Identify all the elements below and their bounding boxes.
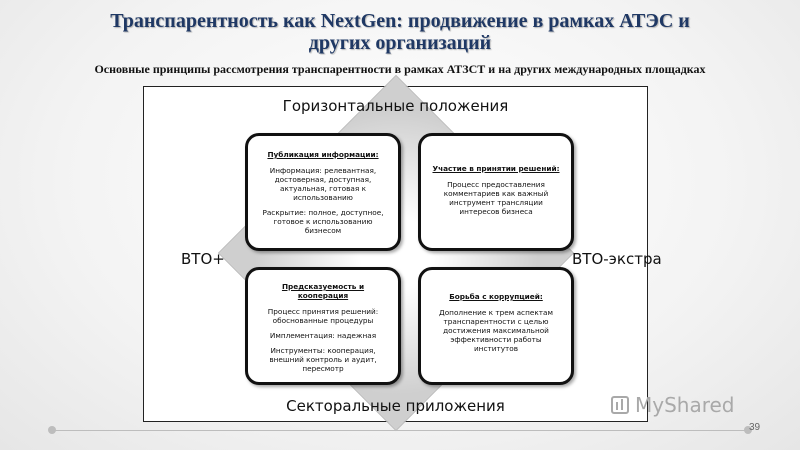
slide-progress-end-dot xyxy=(744,426,752,434)
box-heading: Борьба с коррупцией: xyxy=(449,292,543,301)
box-predictability-cooperation: Предсказуемость и кооперация Процесс при… xyxy=(245,267,401,385)
page-number: 39 xyxy=(749,422,761,433)
box-paragraph: Информация: релевантная, достоверная, до… xyxy=(269,166,377,202)
watermark-text: MyShared xyxy=(635,393,735,417)
box-anti-corruption: Борьба с коррупцией: Дополнение к трем а… xyxy=(418,267,574,385)
slide-progress-line xyxy=(52,430,748,431)
diagram-frame: Горизонтальные положения Секторальные пр… xyxy=(143,74,662,432)
axis-label-top: Горизонтальные положения xyxy=(282,97,509,115)
slide-progress-start-dot xyxy=(48,426,56,434)
box-heading: Предсказуемость и кооперация xyxy=(281,282,365,300)
box-paragraph: Процесс принятия решений: обоснованные п… xyxy=(267,307,379,325)
box-paragraph: Дополнение к трем аспектам транспарентно… xyxy=(439,308,553,353)
box-decision-participation: Участие в принятии решений: Процесс пред… xyxy=(418,133,574,251)
slide-subtitle: Основные принципы рассмотрения транспаре… xyxy=(94,62,706,76)
axis-label-bottom: Секторальные приложения xyxy=(286,397,505,415)
axis-label-left: ВТО+ xyxy=(181,250,225,268)
axis-label-right: ВТО-экстра xyxy=(572,250,662,268)
slide-title: Транспарентность как NextGen: продвижени… xyxy=(110,10,690,54)
box-paragraph: Имплементация: надежная xyxy=(269,331,377,340)
box-heading: Участие в принятии решений: xyxy=(432,164,560,173)
box-paragraph: Раскрытие: полное, доступное, готовое к … xyxy=(262,208,384,235)
chart-icon xyxy=(611,396,629,414)
box-heading: Публикация информации: xyxy=(267,150,379,159)
box-paragraph: Инструменты: кооперация, внешний контрол… xyxy=(269,346,377,373)
box-information-publication: Публикация информации: Информация: релев… xyxy=(245,133,401,251)
watermark-logo: MyShared xyxy=(611,392,771,418)
box-paragraph: Процесс предоставления комментариев как … xyxy=(443,180,549,216)
